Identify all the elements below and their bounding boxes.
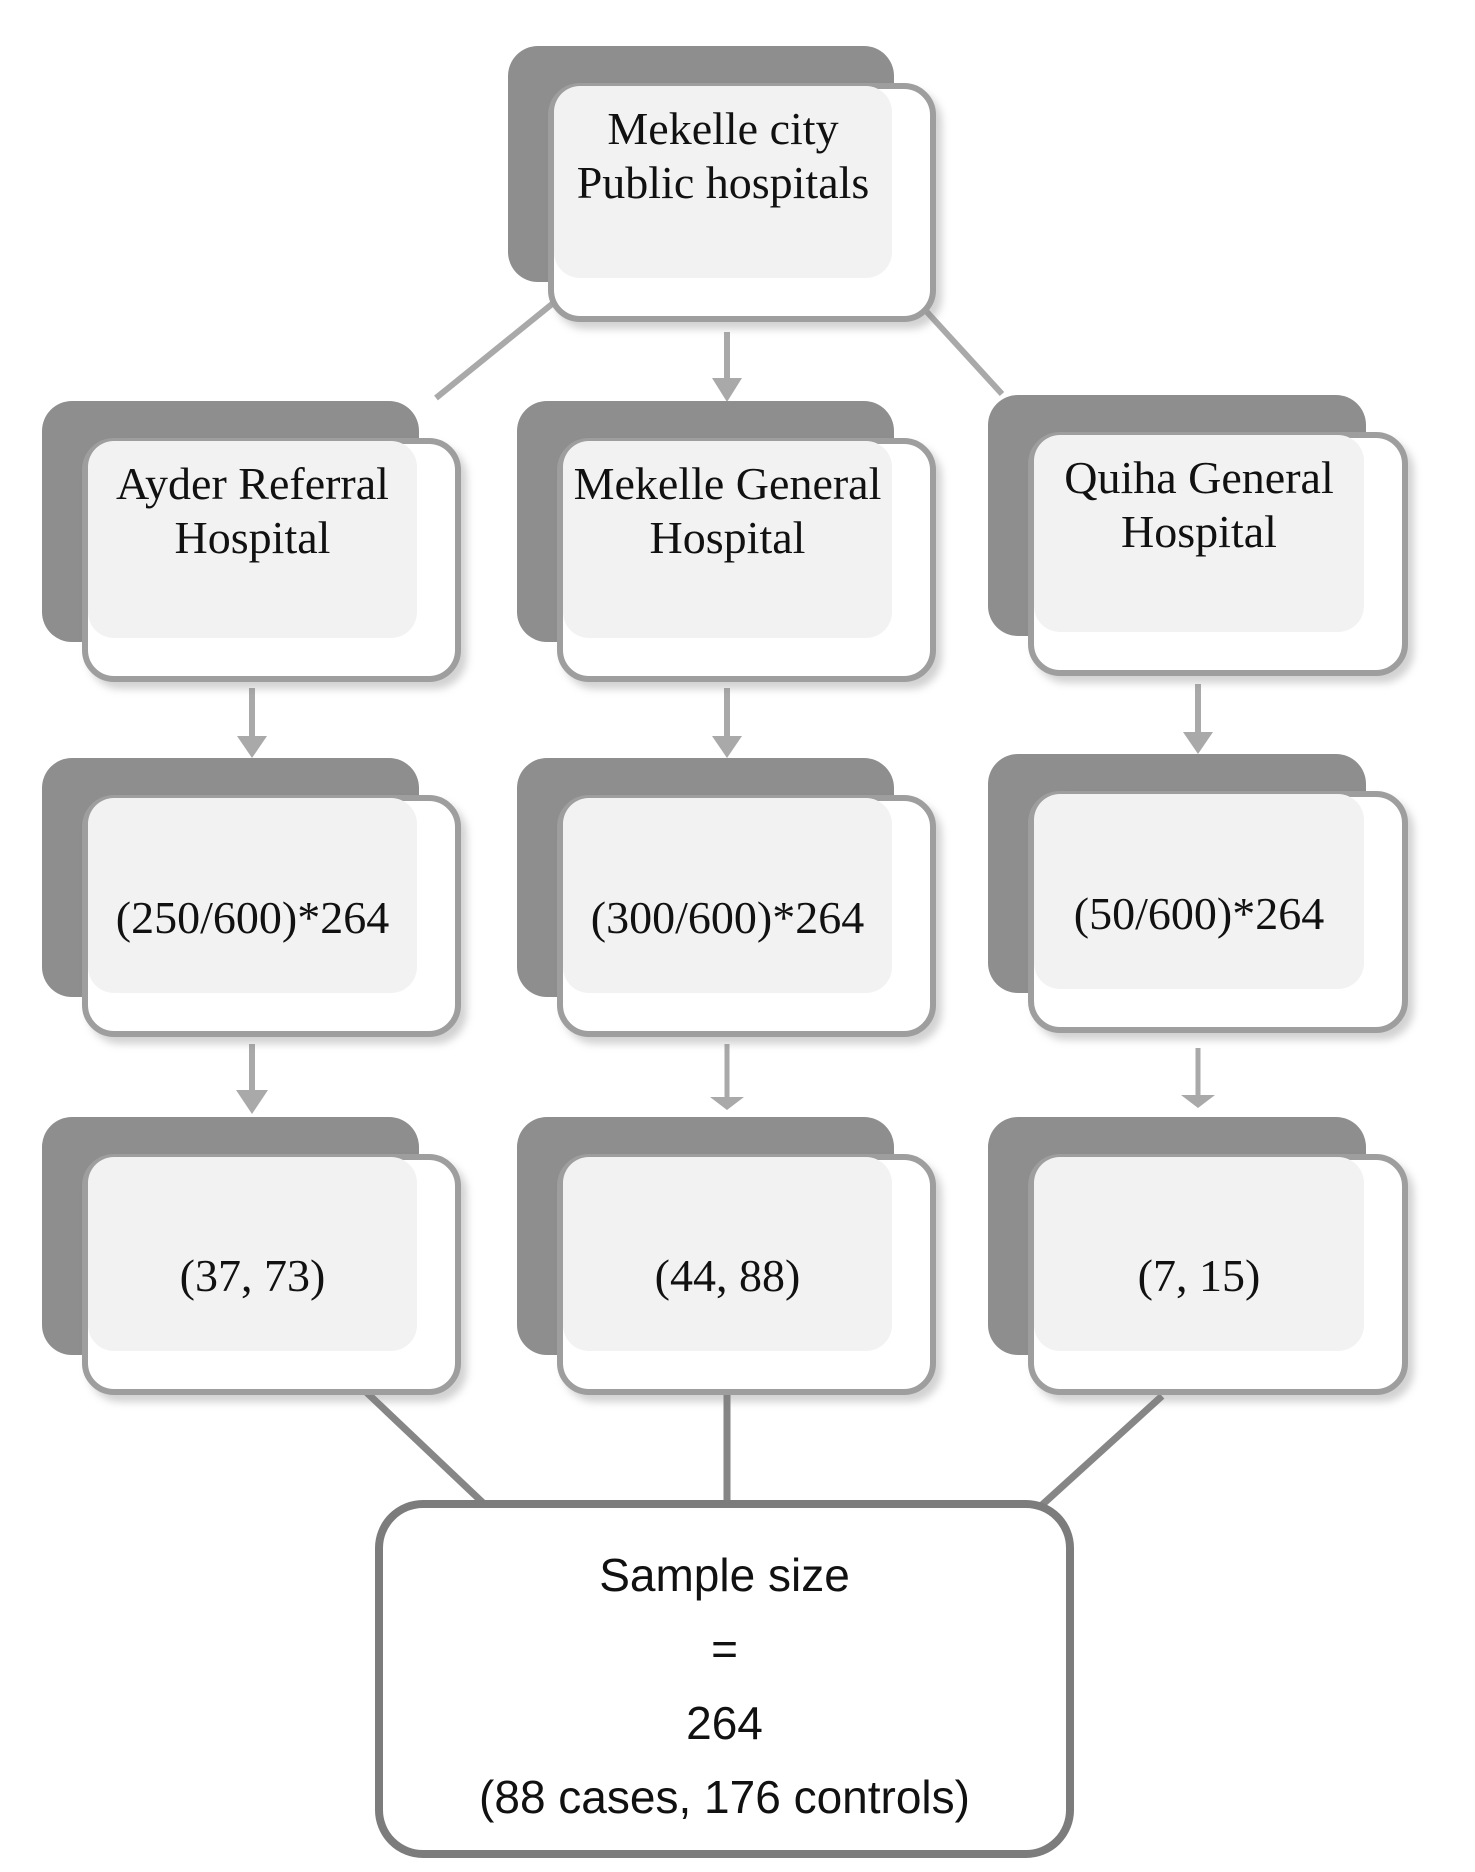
node-label: (44, 88) [654,1250,801,1301]
node-inner-fill [563,1157,892,1351]
node-label: Mekelle General Hospital [573,458,882,563]
node-label: Mekelle city Public hospitals [576,103,870,208]
node-mekelle-cases-controls: (44, 88) [517,1117,936,1395]
root-to-mekelle-arrowhead [712,378,742,402]
mekelle-to-cases-arrowhead [710,1097,744,1110]
node-mekelle-allocation: (300/600)*264 [517,758,936,1037]
node-inner-fill [554,86,892,278]
node-mekelle-general-hospital: Mekelle General Hospital [517,401,936,682]
quiha-to-allocation-arrowhead [1183,732,1213,754]
root-to-ayder-line [434,297,559,401]
node-label: Ayder Referral Hospital [116,458,389,563]
mekelle-to-allocation-arrowhead [712,736,742,758]
node-label: (7, 15) [1137,1250,1261,1301]
ayder-to-result-line [361,1387,502,1521]
node-inner-fill [563,441,892,638]
node-quiha-general-hospital: Quiha General Hospital [988,395,1408,676]
quiha-to-cases-arrowhead [1181,1095,1215,1108]
node-mekelle-city-public-hospitals: Mekelle city Public hospitals [508,46,936,322]
node-inner-fill [88,798,417,993]
quiha-to-result-line [1029,1393,1165,1517]
node-inner-fill [1034,794,1364,989]
node-label: (300/600)*264 [590,891,865,943]
node-inner-fill [88,1157,417,1351]
node-quiha-cases-controls: (7, 15) [988,1117,1408,1395]
node-label: (50/600)*264 [1073,887,1325,939]
ayder-to-cases-arrowhead [236,1090,268,1114]
node-inner-fill [1034,1157,1364,1351]
node-label: (37, 73) [179,1250,326,1301]
node-label: (250/600)*264 [115,891,390,943]
sample-size-result-box: Sample size = 264 (88 cases, 176 control… [375,1500,1074,1858]
ayder-to-allocation-arrowhead [237,736,267,758]
node-quiha-allocation: (50/600)*264 [988,754,1408,1033]
node-ayder-referral-hospital: Ayder Referral Hospital [42,401,461,682]
node-inner-fill [88,441,417,638]
root-to-quiha-line [913,297,1005,397]
node-label: Quiha General Hospital [1064,452,1334,557]
node-ayder-allocation: (250/600)*264 [42,758,461,1037]
node-ayder-cases-controls: (37, 73) [42,1117,461,1395]
node-inner-fill [1034,435,1364,632]
node-inner-fill [563,798,892,993]
